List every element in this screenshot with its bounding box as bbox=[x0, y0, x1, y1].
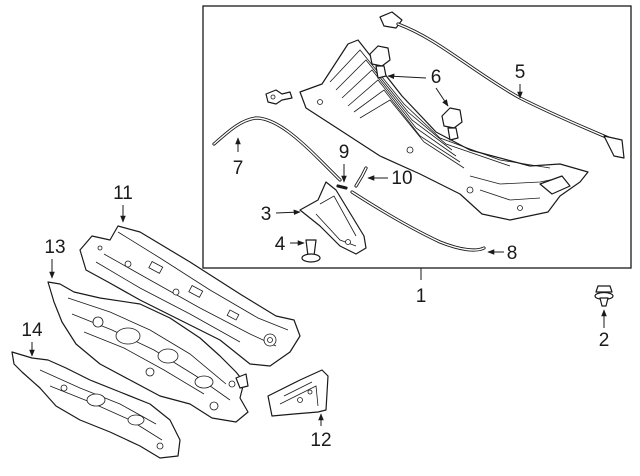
callout-12: 12 bbox=[310, 413, 332, 451]
part-clip-small[interactable] bbox=[265, 89, 293, 105]
part-14-lower-dash-panel[interactable] bbox=[11, 351, 181, 459]
callout-3: 3 bbox=[261, 204, 301, 225]
svg-text:2: 2 bbox=[599, 330, 610, 351]
part-4-push-clip[interactable] bbox=[301, 239, 321, 263]
callout-5: 5 bbox=[515, 62, 526, 99]
svg-text:11: 11 bbox=[113, 183, 133, 204]
svg-text:6: 6 bbox=[431, 67, 442, 88]
part-3-cowl-side-panel[interactable] bbox=[299, 181, 367, 255]
part-6-washer-nozzle-b[interactable] bbox=[441, 107, 463, 141]
callout-6: 6 bbox=[387, 67, 449, 107]
callout-4: 4 bbox=[275, 234, 305, 255]
callout-10: 10 bbox=[367, 168, 413, 189]
svg-text:7: 7 bbox=[233, 158, 244, 179]
callout-2: 2 bbox=[599, 309, 610, 351]
svg-text:10: 10 bbox=[391, 168, 412, 189]
assembly-inset-frame bbox=[202, 5, 632, 269]
svg-text:14: 14 bbox=[21, 320, 43, 341]
svg-text:4: 4 bbox=[275, 234, 286, 255]
part-13-dash-panel[interactable] bbox=[47, 281, 249, 423]
callout-11: 11 bbox=[113, 183, 133, 223]
svg-text:5: 5 bbox=[515, 62, 526, 83]
part-2-grommet-clip[interactable] bbox=[594, 285, 614, 307]
svg-text:3: 3 bbox=[261, 204, 272, 225]
callout-14: 14 bbox=[21, 320, 43, 357]
part-9-hose-connector[interactable] bbox=[336, 184, 348, 190]
part-8-washer-hose[interactable] bbox=[350, 190, 486, 252]
part-10-hose-elbow[interactable] bbox=[354, 166, 368, 188]
callout-1: 1 bbox=[416, 268, 427, 307]
part-12-side-bracket[interactable] bbox=[267, 369, 329, 417]
part-1-cowl-panel[interactable] bbox=[299, 39, 589, 221]
callout-7: 7 bbox=[233, 137, 244, 179]
part-11-cowl-top-panel[interactable] bbox=[79, 225, 301, 367]
callout-13: 13 bbox=[44, 237, 66, 279]
part-7-washer-hose[interactable] bbox=[212, 116, 342, 182]
callout-8: 8 bbox=[487, 243, 518, 264]
svg-text:1: 1 bbox=[416, 286, 427, 307]
svg-text:9: 9 bbox=[339, 142, 350, 163]
svg-text:13: 13 bbox=[44, 237, 65, 258]
part-6-washer-nozzle-a[interactable] bbox=[369, 45, 391, 79]
svg-text:8: 8 bbox=[507, 243, 518, 264]
callout-9: 9 bbox=[339, 142, 350, 183]
svg-text:12: 12 bbox=[310, 430, 331, 451]
